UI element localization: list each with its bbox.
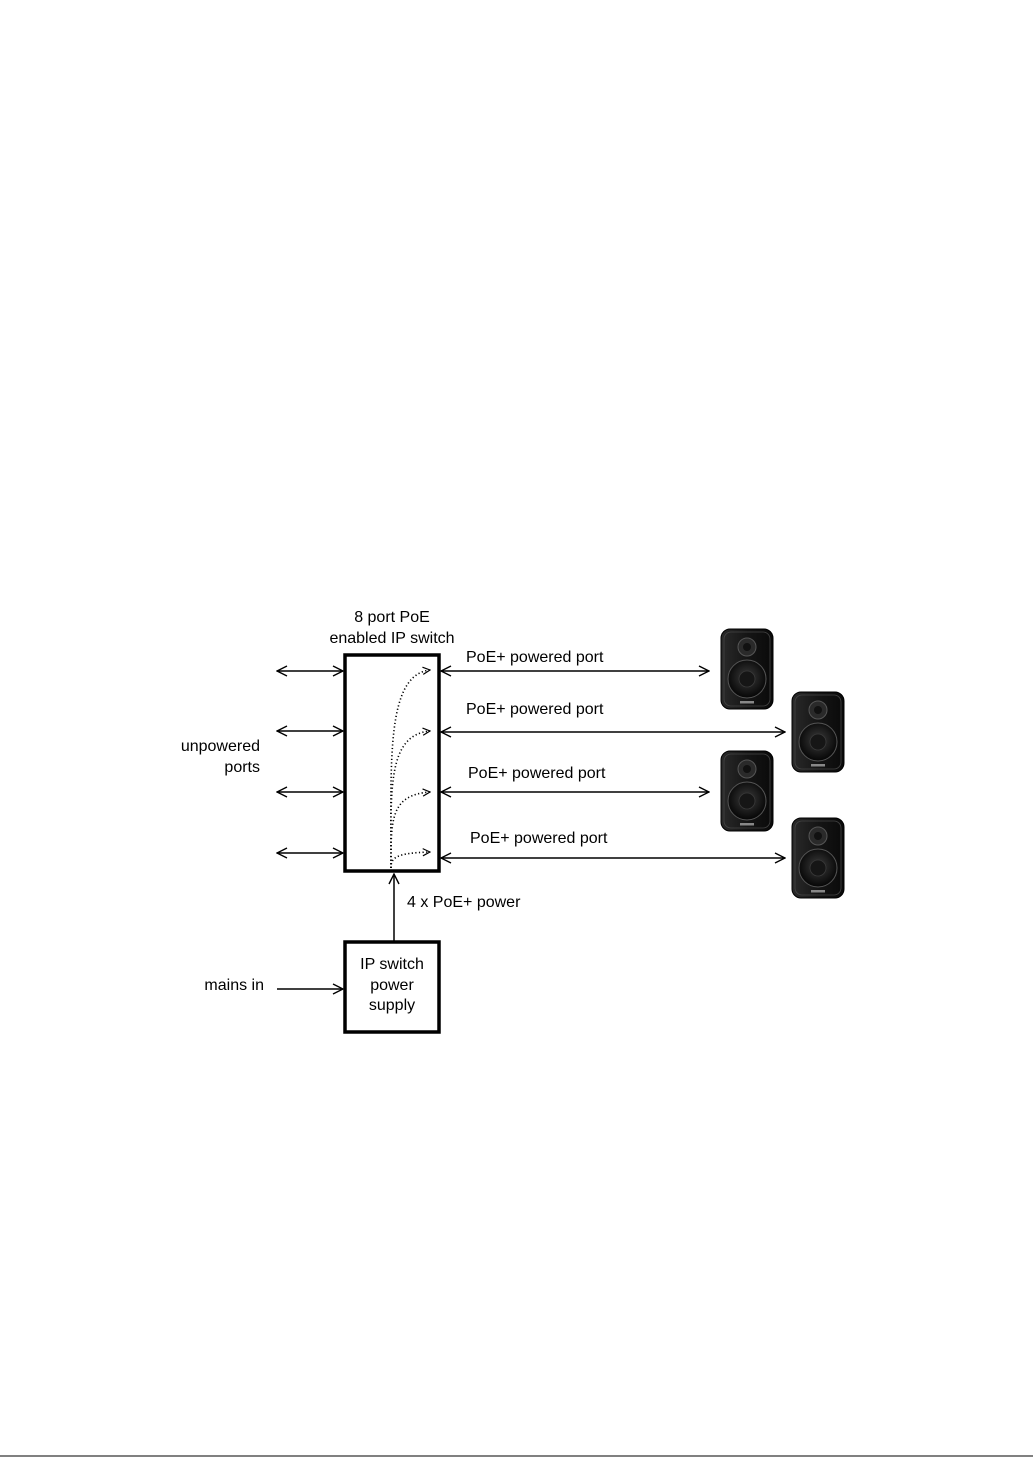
mains-label: mains in — [204, 977, 264, 994]
speaker-icon — [721, 629, 773, 709]
powered-port-label: PoE+ powered port — [468, 765, 606, 782]
speaker-icon — [721, 751, 773, 831]
unpowered-label-line2: ports — [224, 759, 260, 776]
supply-label-line2: power — [370, 977, 414, 994]
supply-label-line3: supply — [369, 997, 415, 1014]
switch-title-line2: enabled IP switch — [329, 630, 454, 647]
speaker-icon — [792, 692, 844, 772]
powered-port-label: PoE+ powered port — [466, 701, 604, 718]
powered-port-label: PoE+ powered port — [470, 830, 608, 847]
powered-port-label: PoE+ powered port — [466, 649, 604, 666]
switch-title-line1: 8 port PoE — [354, 609, 430, 626]
power-feed-label: 4 x PoE+ power — [407, 894, 521, 911]
supply-label-line1: IP switch — [360, 956, 424, 973]
speaker-icon — [792, 818, 844, 898]
unpowered-label-line1: unpowered — [181, 738, 260, 755]
